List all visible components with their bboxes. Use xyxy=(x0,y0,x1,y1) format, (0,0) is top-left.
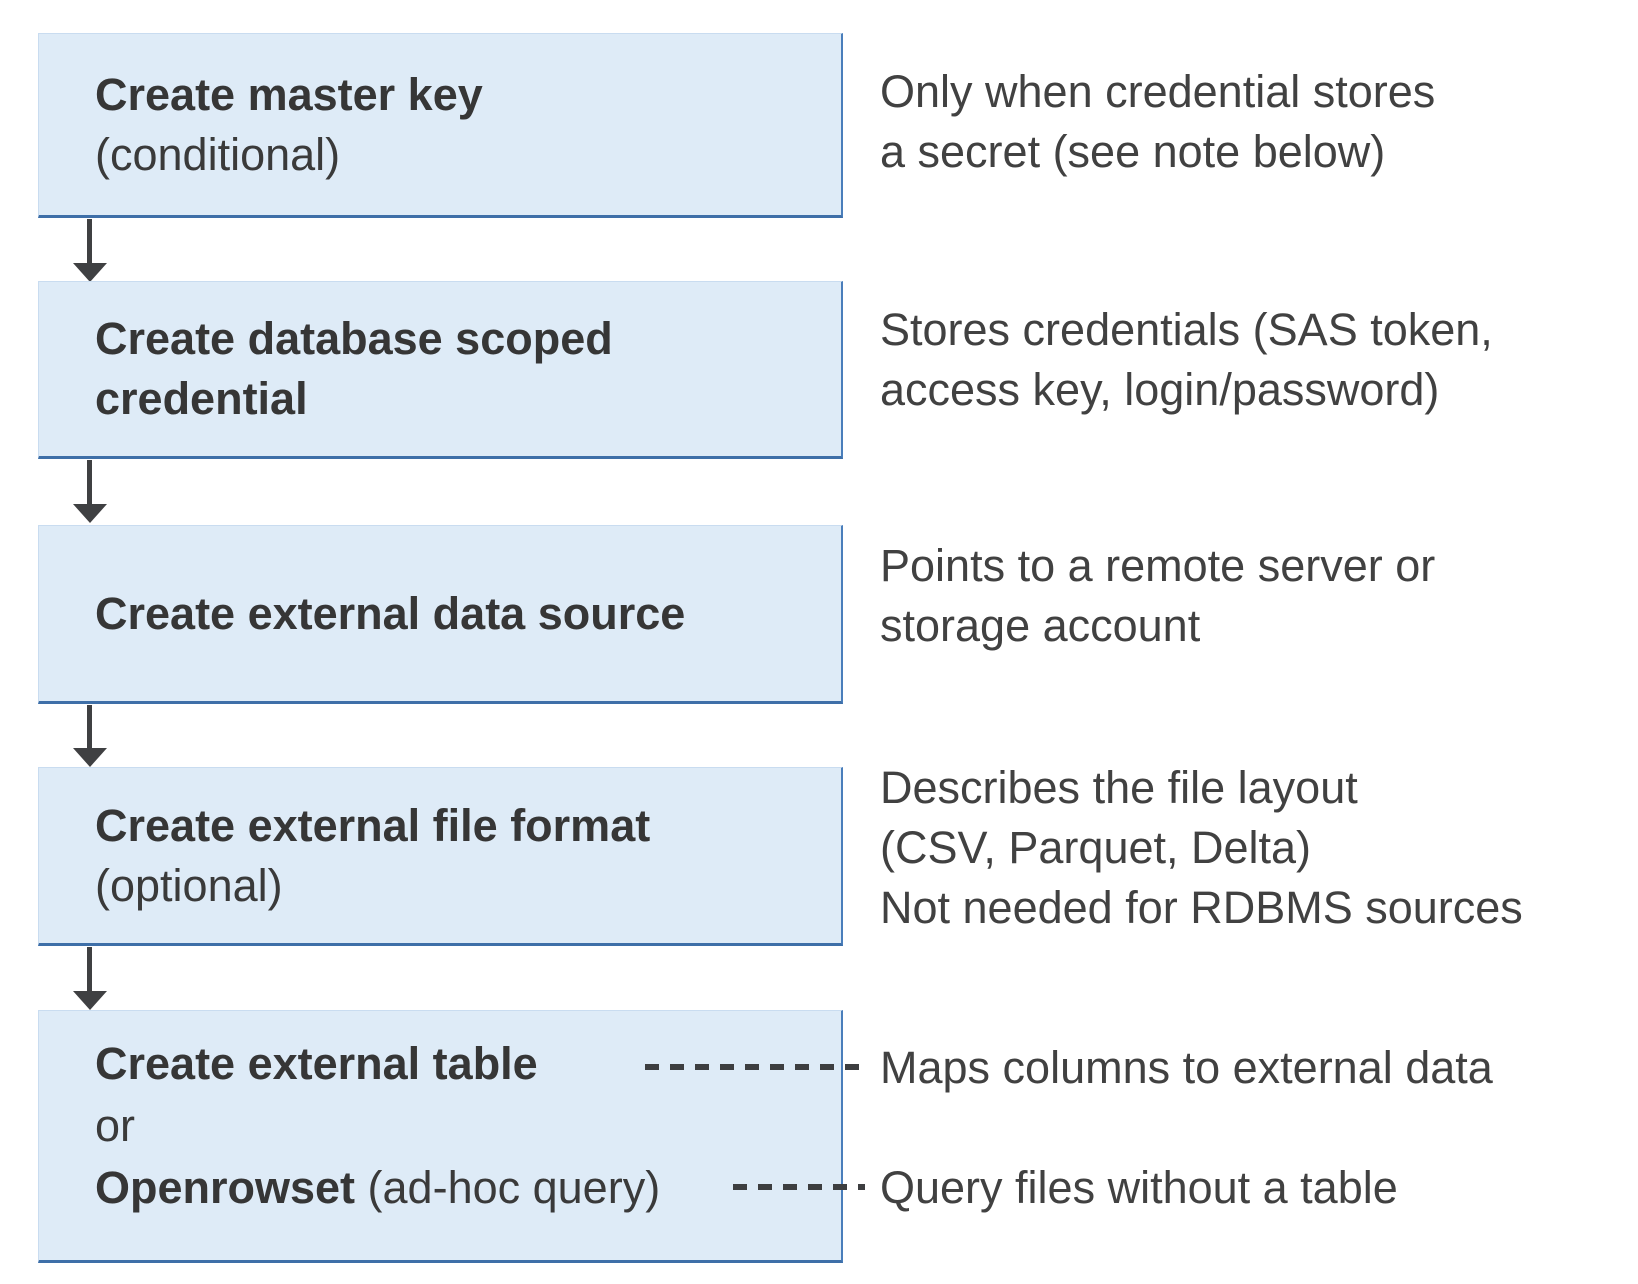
annotation-line: (CSV, Parquet, Delta) xyxy=(880,822,1312,873)
annotation-scoped-credential: Stores credentials (SAS token, access ke… xyxy=(880,300,1628,420)
annotation-external-table: Maps columns to external data xyxy=(880,1038,1628,1098)
annotation-openrowset: Query files without a table xyxy=(880,1158,1628,1218)
annotation-line: access key, login/password) xyxy=(880,364,1440,415)
step-box-scoped-credential: Create database scoped credential xyxy=(38,281,843,459)
step-title: Create external table xyxy=(95,1038,538,1089)
down-arrow-icon xyxy=(73,219,107,282)
step-box-data-source: Create external data source xyxy=(38,525,843,704)
step-alt-bold: Openrowset xyxy=(95,1162,356,1213)
step-title: Create database scoped xyxy=(95,313,613,364)
step-or-label: or xyxy=(95,1100,136,1151)
down-arrow-icon xyxy=(73,947,107,1010)
annotation-line: Maps columns to external data xyxy=(880,1042,1493,1093)
step-title: Create master key xyxy=(95,68,483,120)
annotation-file-format: Describes the file layout (CSV, Parquet,… xyxy=(880,758,1628,938)
annotation-line: Describes the file layout xyxy=(880,762,1358,813)
annotation-line: a secret (see note below) xyxy=(880,126,1386,177)
annotation-line: Only when credential stores xyxy=(880,66,1436,117)
step-alt-rest: (ad-hoc query) xyxy=(355,1162,661,1213)
annotation-data-source: Points to a remote server or storage acc… xyxy=(880,536,1628,656)
down-arrow-icon xyxy=(73,705,107,767)
step-note: (conditional) xyxy=(95,128,341,180)
annotation-line: Stores credentials (SAS token, xyxy=(880,304,1493,355)
annotation-line: Query files without a table xyxy=(880,1162,1398,1213)
annotation-line: storage account xyxy=(880,600,1201,651)
annotation-line: Not needed for RDBMS sources xyxy=(880,882,1523,933)
step-title: credential xyxy=(95,373,308,424)
dashed-connector xyxy=(645,1064,867,1070)
step-box-external-table: Create external table or Openrowset (ad-… xyxy=(38,1010,843,1263)
step-alt-line: Openrowset (ad-hoc query) xyxy=(95,1157,831,1219)
step-title: Create external data source xyxy=(95,587,686,639)
step-note: (optional) xyxy=(95,859,283,911)
step-title: Create external file format xyxy=(95,799,651,851)
annotation-master-key: Only when credential stores a secret (se… xyxy=(880,62,1628,182)
dashed-connector xyxy=(733,1184,865,1190)
down-arrow-icon xyxy=(73,460,107,523)
annotation-line: Points to a remote server or xyxy=(880,540,1436,591)
step-box-master-key: Create master key (conditional) xyxy=(38,33,843,218)
step-box-file-format: Create external file format (optional) xyxy=(38,767,843,946)
